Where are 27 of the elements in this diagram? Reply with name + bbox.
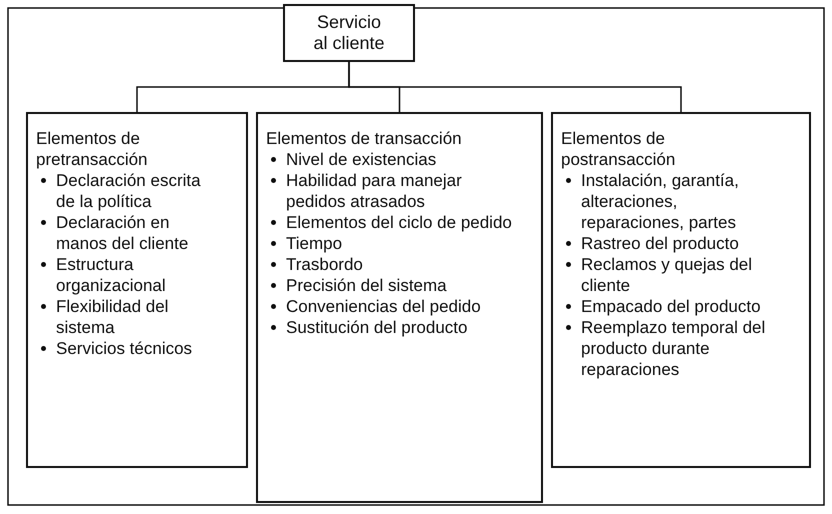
list-item: Instalación, garantía, alteraciones, reparaciones, partes: [581, 171, 739, 232]
list-item: Empacado del producto: [581, 297, 761, 316]
category-box: [256, 112, 543, 503]
category-box: [26, 112, 248, 468]
list-item: Flexibilidad del sistema: [56, 297, 168, 337]
list-item: Servicios técnicos: [56, 339, 192, 358]
list-item: Habilidad para manejar pedidos atrasados: [286, 171, 462, 211]
column-heading: Elementos de transacción: [266, 128, 463, 149]
list-item: Estructura organizacional: [56, 255, 166, 295]
column-heading: Elementos de pretransacción: [36, 128, 149, 170]
list-item: Declaración en manos del cliente: [56, 213, 188, 253]
list-item: Elementos del ciclo de pedido: [286, 213, 512, 232]
list-item: Nivel de existencias: [286, 150, 436, 169]
node-title: Servicio al cliente: [312, 12, 386, 54]
list-item: Reemplazo temporal del producto durante reparaciones: [581, 318, 766, 379]
list-item: Rastreo del producto: [581, 234, 739, 253]
list-item: Declaración escrita de la política: [56, 171, 201, 211]
category-box: [551, 112, 811, 468]
list-item: Conveniencias del pedido: [286, 297, 481, 316]
list-item: Trasbordo: [286, 255, 363, 274]
connector-line: [348, 62, 682, 112]
list-item: Precisión del sistema: [286, 276, 447, 295]
list-item: Sustitución del producto: [286, 318, 468, 337]
column-heading: Elementos de postransacción: [561, 128, 676, 170]
list-item: Reclamos y quejas del cliente: [581, 255, 752, 295]
list-item: Tiempo: [286, 234, 342, 253]
root-box: [283, 4, 415, 62]
